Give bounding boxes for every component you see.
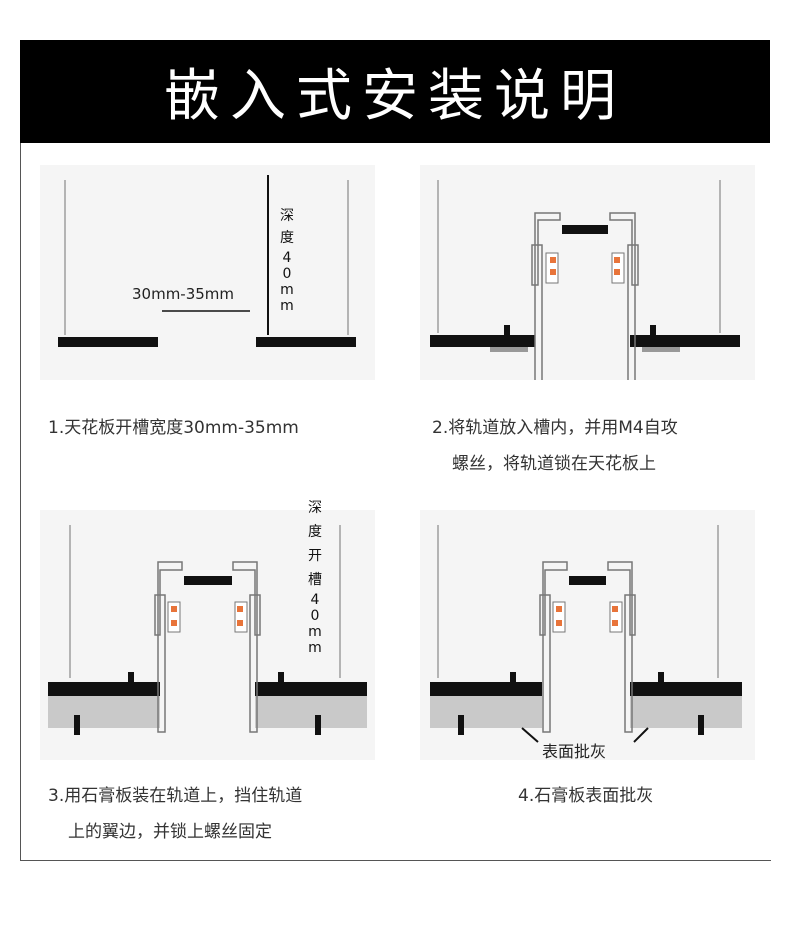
depth-char: 4 <box>310 592 320 608</box>
depth-vertical-label: 深 度 4 0 m m <box>278 208 296 314</box>
caption-step2-line2: 螺丝，将轨道锁在天花板上 <box>452 454 656 474</box>
depth-char: 深 <box>280 208 294 224</box>
caption-step1: 1.天花板开槽宽度30mm-35mm <box>48 418 299 438</box>
depth-char: 槽 <box>308 572 322 588</box>
step3-drawing <box>48 525 367 735</box>
caption-step2-line1: 2.将轨道放入槽内，并用M4自攻 <box>432 418 678 438</box>
slot-depth-vertical-label: 深 度 开 槽 4 0 m m <box>306 500 324 656</box>
depth-char: 度 <box>308 524 322 540</box>
step1-drawing <box>58 175 356 347</box>
depth-char: 0 <box>282 266 292 282</box>
page-title: 嵌入式安装说明 <box>164 64 626 129</box>
diagram-step1 <box>40 165 375 380</box>
caption-step3-line1: 3.用石膏板装在轨道上，挡住轨道 <box>48 786 303 806</box>
depth-char: 4 <box>282 250 292 266</box>
plaster-surface-label: 表面批灰 <box>542 742 607 761</box>
depth-char: m <box>280 282 294 298</box>
led-strip <box>562 225 608 234</box>
diagram-step4 <box>420 510 755 760</box>
depth-char: 0 <box>310 608 320 624</box>
depth-char: m <box>308 640 322 656</box>
depth-char: 度 <box>280 230 294 246</box>
depth-char: 深 <box>308 500 322 516</box>
caption-step3-line2: 上的翼边，并锁上螺丝固定 <box>68 822 272 842</box>
depth-char: m <box>280 298 294 314</box>
diagram-step3 <box>40 510 375 760</box>
depth-char: 开 <box>308 548 322 564</box>
ceiling-board-right <box>256 337 356 347</box>
caption-step4: 4.石膏板表面批灰 <box>518 786 654 806</box>
diagram-step2 <box>420 165 755 380</box>
ceiling-board-left <box>58 337 158 347</box>
content-frame <box>20 143 771 861</box>
title-banner: 嵌入式安装说明 <box>20 40 770 143</box>
step2-drawing <box>430 180 740 380</box>
step4-drawing <box>430 525 742 743</box>
depth-char: m <box>308 624 322 640</box>
width-dimension-label: 30mm-35mm <box>132 285 235 303</box>
